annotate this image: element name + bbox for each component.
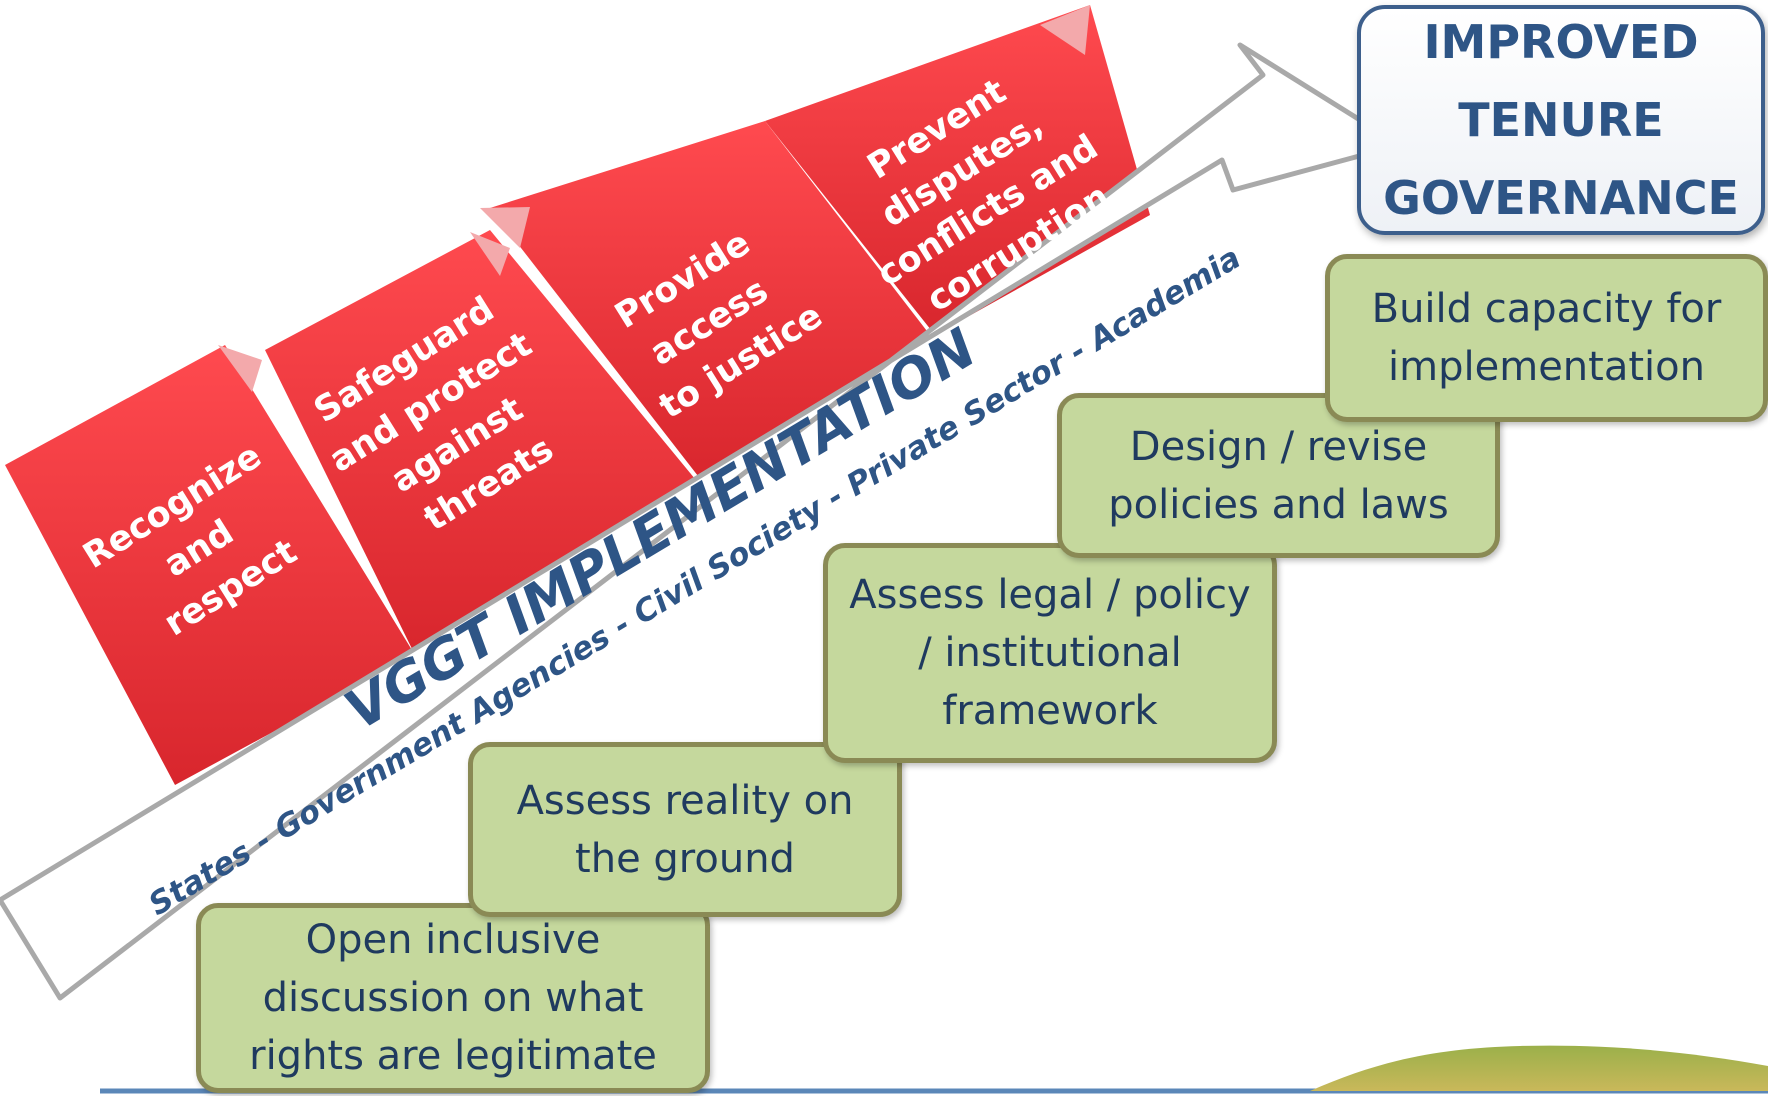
step-label-1: Open inclusive discussion on what rights… (249, 917, 657, 1079)
goal-label: IMPROVED TENURE GOVERNANCE (1383, 15, 1739, 225)
step-label-4: Design / revise policies and laws (1108, 423, 1449, 528)
step-label-2: Assess reality on the ground (516, 777, 854, 882)
principle-sheet-1 (5, 345, 415, 785)
implementation-arrow (0, 42, 1403, 1001)
step-assess-reality: Assess reality on the ground (468, 742, 902, 917)
step-label-3: Assess legal / policy / institutional fr… (849, 572, 1251, 734)
principle-sheet-3 (480, 121, 930, 485)
hill-landscape (1310, 1045, 1768, 1091)
step-assess-legal-framework: Assess legal / policy / institutional fr… (823, 543, 1277, 763)
improved-tenure-governance-box: IMPROVED TENURE GOVERNANCE (1357, 5, 1765, 235)
step-label-5: Build capacity for implementation (1371, 286, 1722, 390)
step-open-inclusive-discussion: Open inclusive discussion on what rights… (196, 903, 710, 1093)
step-build-capacity: Build capacity for implementation (1325, 254, 1768, 422)
